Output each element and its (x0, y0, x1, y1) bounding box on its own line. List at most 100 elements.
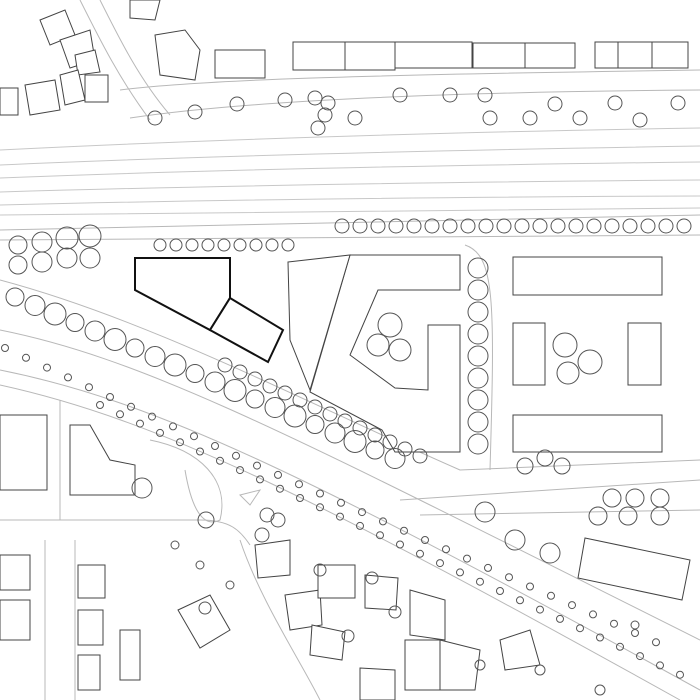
tree (526, 582, 534, 591)
tree (223, 379, 247, 402)
building (292, 41, 346, 71)
tree (442, 218, 458, 234)
tree (505, 573, 513, 582)
tree (436, 559, 444, 568)
highlighted-project[interactable] (134, 257, 285, 364)
tree (198, 601, 212, 615)
building (284, 589, 323, 631)
building (309, 624, 346, 661)
tree (116, 410, 124, 419)
tree (532, 218, 548, 234)
tree (277, 385, 293, 401)
tree (276, 484, 284, 493)
tree (204, 371, 226, 393)
tree (586, 218, 602, 234)
building (0, 87, 19, 116)
tree (274, 470, 282, 479)
tree (552, 332, 578, 358)
building (119, 629, 141, 681)
tree (310, 120, 326, 136)
tree (31, 251, 53, 273)
tree (568, 601, 576, 610)
tree (55, 226, 79, 250)
tree (516, 596, 524, 605)
tree (22, 353, 30, 362)
tree (136, 419, 144, 428)
tree (144, 346, 166, 367)
building (287, 254, 351, 392)
tree (316, 503, 324, 512)
tree (572, 110, 588, 126)
tree (103, 328, 127, 351)
tree (85, 383, 93, 392)
tree (400, 526, 408, 535)
tree (217, 238, 231, 252)
tree (670, 95, 686, 111)
tree (277, 92, 293, 108)
building (309, 254, 461, 453)
building (359, 667, 396, 700)
track-1 (0, 127, 700, 151)
tree (424, 218, 440, 234)
tree (602, 488, 622, 508)
tree (153, 238, 167, 252)
tree (656, 661, 664, 670)
tree (343, 430, 367, 453)
tree (467, 345, 489, 367)
road-main-3 (0, 369, 700, 691)
tree (388, 338, 412, 362)
tree (127, 402, 135, 411)
building (512, 414, 663, 453)
tree (5, 287, 25, 307)
tree (264, 397, 286, 418)
tree (195, 560, 205, 570)
tree (476, 577, 484, 586)
tree (442, 87, 458, 103)
tree (474, 501, 496, 523)
tree (262, 378, 278, 394)
road-right-vertical (464, 244, 493, 471)
building (0, 554, 31, 591)
tree (148, 412, 156, 421)
tree (156, 428, 164, 437)
tree (384, 448, 406, 469)
tree (610, 619, 618, 628)
tree (522, 110, 538, 126)
building (651, 41, 689, 69)
road-loop (149, 439, 223, 523)
road-north-lower (129, 89, 700, 119)
building (344, 41, 396, 71)
tree (442, 545, 450, 554)
tree (365, 571, 379, 585)
tree (467, 433, 489, 455)
tree (259, 507, 275, 523)
building (577, 537, 691, 601)
tree (467, 301, 489, 323)
building (594, 41, 619, 69)
building (0, 599, 31, 641)
road-main-4 (0, 384, 681, 700)
tree (467, 367, 489, 389)
building (627, 322, 662, 386)
tree (313, 563, 327, 577)
tree (265, 238, 279, 252)
tree (8, 255, 28, 275)
track-2 (0, 145, 700, 166)
tree (376, 531, 384, 540)
building (317, 564, 356, 599)
road-diagonal-nw (79, 0, 151, 121)
tree (478, 218, 494, 234)
tree (496, 587, 504, 595)
tree (382, 434, 398, 450)
building (512, 322, 546, 386)
tree (460, 218, 476, 234)
project-building-b[interactable] (208, 296, 285, 364)
building (394, 41, 473, 69)
tree (618, 506, 638, 526)
tree (616, 642, 624, 651)
building (59, 69, 86, 106)
tree (322, 406, 338, 422)
tree (201, 238, 215, 252)
tree (232, 451, 240, 460)
